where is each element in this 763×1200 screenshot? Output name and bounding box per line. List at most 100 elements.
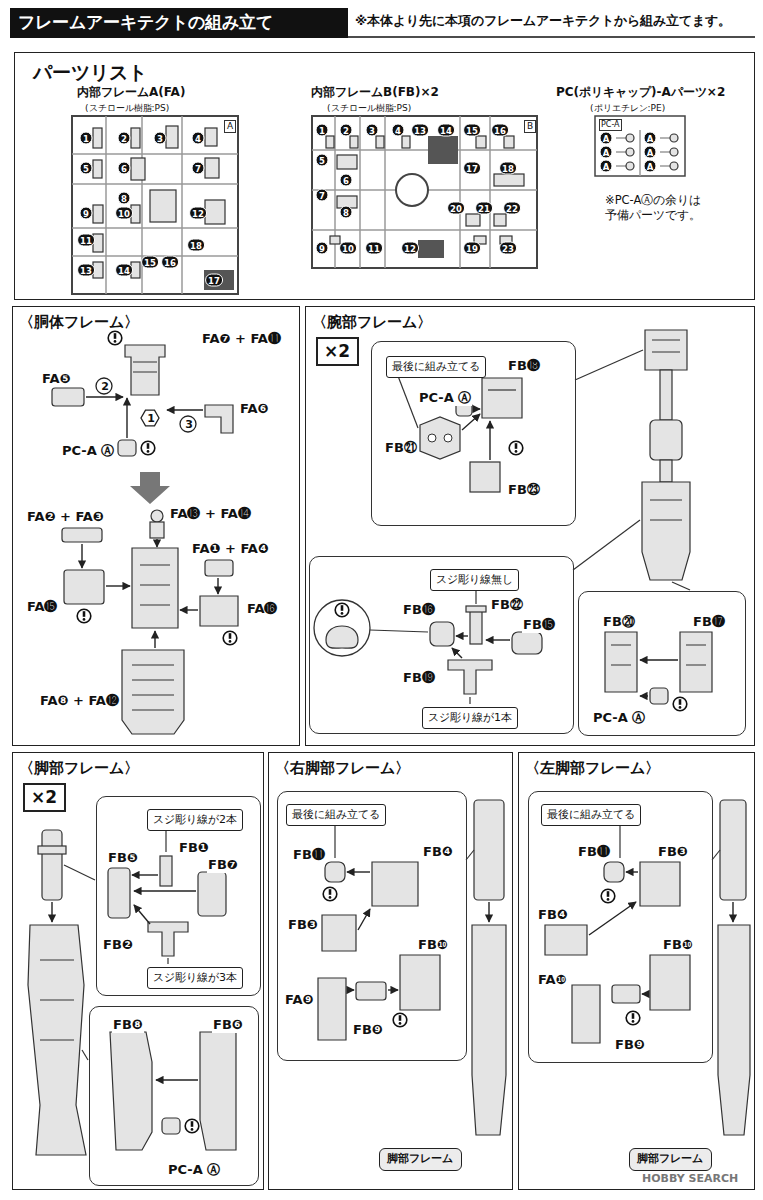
note-box: 最後に組み立てる (286, 804, 386, 826)
header-note: ※本体より先に本項のフレームアーキテクトから組み立てます。 (355, 13, 731, 28)
part-label: FB❷ (102, 937, 134, 953)
part-label: FB❽ (112, 1017, 144, 1033)
part-label: FB⓳ (402, 670, 436, 686)
section-panel: 〈左脚部フレーム〉FB❹FB⓫FB❸FB❿FA❿FB❾最後に組み立てる脚部フレー… (518, 752, 755, 1190)
sprue-number: 17 (463, 162, 481, 175)
reference-box: 脚部フレーム (629, 1148, 712, 1171)
sprue-number: 9 (80, 207, 93, 220)
part-label: FB⓱ (692, 614, 726, 630)
note-text: 最後に組み立てる (547, 808, 635, 821)
part-label: PC-A Ⓐ (167, 1162, 221, 1178)
sprue-number: 11 (77, 234, 95, 247)
sprue-name: 内部フレームA(FA) (77, 85, 185, 99)
step-number: 3 (185, 418, 193, 431)
note-text: スジ彫り線無し (436, 573, 513, 586)
sprue-pc (595, 116, 685, 176)
callout-box: FB⓫FB❹FB❸FB❿FB❾FA❾最後に組み立てる (277, 791, 467, 1061)
sprue-number: 21 (475, 202, 493, 215)
sprue-number: 5 (316, 154, 329, 167)
sprue-number: 22 (503, 202, 521, 215)
sprue-number: 1 (80, 132, 93, 145)
sprue-letter: PC-A (599, 119, 622, 131)
sprue-number: A (644, 146, 657, 159)
sprue-number: 8 (340, 206, 353, 219)
part-label: FA❼ + FA⓫ (201, 331, 282, 347)
callout-box: FB❽ FB❻ PC-A Ⓐ (89, 1006, 259, 1186)
sprue-number: 3 (366, 124, 379, 137)
part-label: FA❷ + FA❸ (26, 509, 105, 525)
step-number: 2 (101, 380, 109, 393)
sprue-number: 6 (118, 162, 131, 175)
part-label: FB⓫ (292, 847, 326, 863)
part-label: FB❿ (417, 937, 449, 953)
torso-drawing (52, 331, 238, 734)
part-label: PC-A Ⓐ (61, 443, 115, 459)
note-box: スジ彫り線無し (430, 569, 519, 591)
sprue-number: A (600, 146, 613, 159)
quantity-box: ×2 (316, 337, 359, 366)
part-label: FB㉑ (384, 440, 418, 456)
part-label: FB❹ (537, 907, 569, 923)
reference-text: 脚部フレーム (387, 1152, 453, 1165)
part-label: FB❿ (662, 937, 694, 953)
sprue-number: 4 (192, 132, 205, 145)
sprue-number: 7 (192, 162, 205, 175)
section-panel: 〈脚部フレーム〉×2FB❶FB❺FB❼FB❷スジ彫り線が2本スジ彫り線が3本FB… (12, 752, 264, 1190)
sprue-name: 内部フレームB(FB)×2 (311, 85, 439, 99)
note-text: スジ彫り線が2本 (153, 813, 237, 826)
sprue-number: 15 (141, 256, 159, 269)
material-note: (スチロール樹脂:PS) (327, 103, 411, 114)
sprue-name: PC(ポリキャップ)-Aパーツ×2 (556, 85, 725, 99)
part-label: PC-A Ⓐ (592, 710, 646, 726)
sprue-number: 19 (463, 242, 481, 255)
part-label: FB❻ (212, 1017, 244, 1033)
sprue-number: 2 (340, 124, 353, 137)
sprue-number: A (600, 132, 613, 145)
sprue-b (312, 116, 537, 268)
sprue-number: 4 (392, 124, 405, 137)
callout-box: FB❶FB❺FB❼FB❷スジ彫り線が2本スジ彫り線が3本 (96, 796, 261, 996)
note-text: 最後に組み立てる (292, 808, 380, 821)
sprue-number: 10 (115, 207, 133, 220)
quantity-box: ×2 (23, 783, 66, 812)
section-panel: 〈右脚部フレーム〉FB⓫FB❹FB❸FB❿FB❾FA❾最後に組み立てる脚部フレー… (268, 752, 513, 1190)
part-label: FA❾ (284, 992, 314, 1008)
reference-box: 脚部フレーム (379, 1148, 462, 1171)
sprue-number: 8 (118, 192, 131, 205)
material-note: (ポリエチレン:PE) (590, 103, 665, 114)
sprue-a (72, 116, 238, 294)
part-label: FA❿ (537, 972, 567, 988)
part-label: FB⑳ (602, 614, 636, 630)
part-label: FB❸ (657, 844, 689, 860)
part-label: PC-A Ⓐ (418, 390, 472, 406)
part-label: FA❽ + FA⓬ (39, 693, 120, 709)
callout-box: FB⓰FB㉒FB⓯FB⓳スジ彫り線無しスジ彫り線が1本 (309, 556, 574, 734)
callout-box: FB❹FB⓫FB❸FB❿FA❿FB❾最後に組み立てる (528, 791, 713, 1063)
section-title: 〈胴体フレーム〉 (19, 313, 139, 331)
sprue-number: 5 (80, 162, 93, 175)
sprue-number: 2 (118, 132, 131, 145)
part-label: FB❾ (352, 1022, 384, 1038)
sprue-number: 12 (401, 242, 419, 255)
section-panel: 〈胴体フレーム〉FA❼ + FA⓫FA❺FA❻PC-A Ⓐ123FA❷ + FA… (12, 306, 300, 746)
part-label: FA⓭ + FA⓮ (169, 506, 252, 522)
material-note: (スチロール樹脂:PS) (85, 103, 169, 114)
section-panel: 〈腕部フレーム〉×2FB⓲PC-A ⒶFB㉑FB㉓最後に組み立てるFB⓰FB㉒F… (305, 306, 755, 746)
left-leg-drawing (545, 800, 750, 1135)
sprue-letter: A (224, 120, 236, 133)
part-label: FB❶ (178, 840, 210, 856)
sprue-number: 14 (115, 264, 133, 277)
reference-text: 脚部フレーム (637, 1152, 703, 1165)
sprue-number: 17 (205, 274, 223, 287)
sprue-number: 6 (340, 174, 353, 187)
sprue-number: 18 (187, 239, 205, 252)
spare-note: ※PC-AⒶの余りは 予備パーツです。 (605, 193, 713, 223)
sprue-number: 15 (463, 124, 481, 137)
section-title: 〈右脚部フレーム〉 (275, 759, 410, 777)
part-label: FB⓲ (507, 358, 541, 374)
quantity-text: ×2 (324, 341, 350, 361)
title-bar (10, 8, 348, 38)
part-label: FA❺ (41, 371, 71, 387)
step-number: 1 (147, 412, 155, 425)
note-text: スジ彫り線が3本 (153, 971, 237, 984)
